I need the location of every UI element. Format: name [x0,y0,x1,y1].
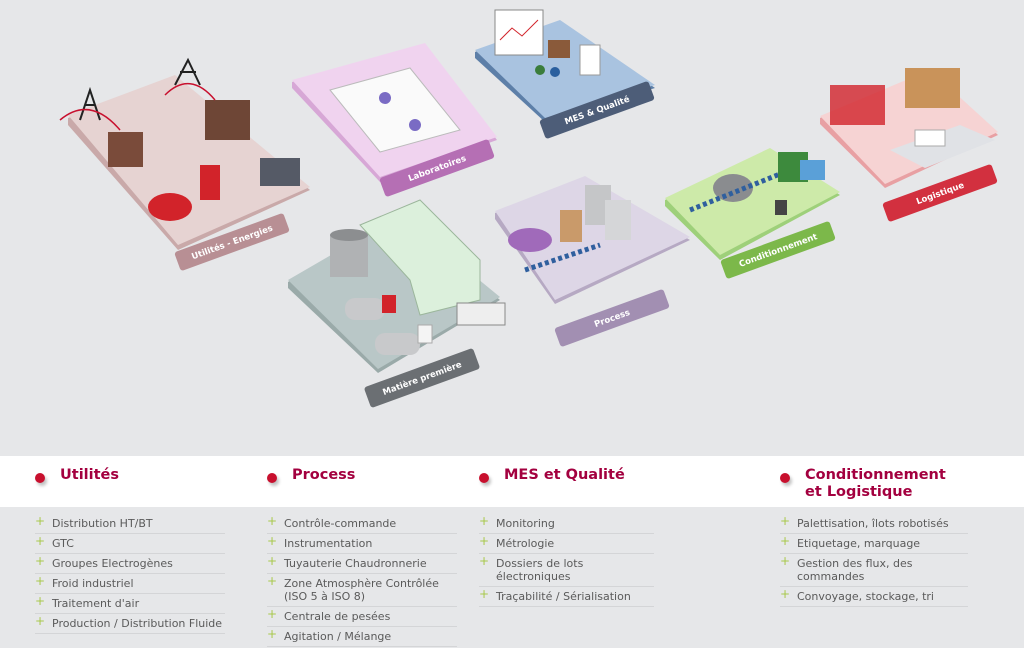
plus-icon: + [479,534,490,548]
plus-icon: + [35,574,46,588]
zone-logistique[interactable] [820,68,998,188]
legend-conditionnement-logistique: Conditionnement et Logistique + Palettisa… [780,456,970,607]
legend-item-text: Palettisation, îlots robotisés [797,517,949,530]
zone-matiere-premiere[interactable] [288,199,506,373]
legend-title: Conditionnement et Logistique [805,467,946,500]
bullet-dot-icon [479,473,489,483]
legend-item: + Centrale de pesées [267,607,457,627]
legend-item-text: Instrumentation [284,537,373,550]
plus-icon: + [479,587,490,601]
legend-item-text: GTC [52,537,74,550]
plus-icon: + [35,594,46,608]
legend-item: + Traçabilité / Sérialisation [479,587,654,607]
legend-item: + Palettisation, îlots robotisés [780,514,968,534]
legend-item: + Monitoring [479,514,654,534]
zone-label-process[interactable]: Process [554,289,670,347]
zone-process[interactable] [495,176,690,304]
legend-item-text: Agitation / Mélange [284,630,392,643]
legend-item-text: Gestion des flux, des commandes [797,557,913,583]
legend-item: + Distribution HT/BT [35,514,225,534]
legend-item: + Traitement d'air [35,594,225,614]
legend-item-text: Zone Atmosphère Contrôlée (ISO 5 à ISO 8… [284,577,439,603]
legend-utilites: Utilités + Distribution HT/BT + GTC + Groupes… [35,456,225,634]
plus-icon: + [35,554,46,568]
factory-illustration: Utilités - Energies Laboratoires MES & Q… [59,9,998,408]
legend-item: + Production / Distribution Fluide [35,614,225,634]
plus-icon: + [780,514,791,528]
plus-icon: + [35,534,46,548]
legend-item-text: Groupes Electrogènes [52,557,173,570]
zone-conditionnement[interactable] [665,148,840,260]
plus-icon: + [780,534,791,548]
plus-icon: + [35,514,46,528]
legend-item: + Convoyage, stockage, tri [780,587,968,607]
legend-item-text: Convoyage, stockage, tri [797,590,934,603]
legend-item: + Tuyauterie Chaudronnerie [267,554,457,574]
bullet-dot-icon [35,473,45,483]
legend-process: Process + Contrôle-commande + Instrumentati… [267,456,457,647]
legend-item-text: Traçabilité / Sérialisation [496,590,631,603]
bullet-dot-icon [780,473,790,483]
legend-item: + Froid industriel [35,574,225,594]
legend-item: + Métrologie [479,534,654,554]
legend-item-text: Dossiers de lots électroniques [496,557,584,583]
legend-item-text: Contrôle-commande [284,517,397,530]
legend-item-text: Production / Distribution Fluide [52,617,223,630]
legend-item-text: Tuyauterie Chaudronnerie [284,557,427,570]
plus-icon: + [780,554,791,568]
plus-icon: + [267,514,278,528]
zone-laboratoires[interactable] [292,43,497,182]
transformer-icon [108,132,143,167]
silo-icon [330,235,368,277]
legend-item-text: Monitoring [496,517,555,530]
chiller-icon [260,158,300,186]
plus-icon: + [780,587,791,601]
mixer-icon [508,228,552,252]
legend-title: Utilités [60,467,120,483]
legend-item: + Dossiers de lots électroniques [479,554,654,587]
legend-item: + Agitation / Mélange [267,627,457,647]
racks-icon [830,85,885,125]
tank-icon [148,193,192,221]
bullet-dot-icon [267,473,277,483]
legend-item: + Gestion des flux, des commandes [780,554,968,587]
plus-icon: + [267,534,278,548]
legend-title: Process [292,467,356,483]
legend-item: + Contrôle-commande [267,514,457,534]
plus-icon: + [479,554,490,568]
legend-item: + Groupes Electrogènes [35,554,225,574]
legend-item-text: Centrale de pesées [284,610,391,623]
pylon-icon [79,57,201,121]
legend-item-text: Etiquetage, marquage [797,537,921,550]
legend-item-text: Métrologie [496,537,555,550]
legend-item: + Instrumentation [267,534,457,554]
plus-icon: + [267,554,278,568]
plus-icon: + [267,607,278,621]
plus-icon: + [267,627,278,641]
plus-icon: + [267,574,278,588]
legend-item-text: Traitement d'air [52,597,140,610]
legend-item-text: Distribution HT/BT [52,517,153,530]
truck-icon [914,129,946,147]
legend-item: + Zone Atmosphère Contrôlée (ISO 5 à ISO … [267,574,457,607]
screen-icon [494,9,544,56]
legend-item-text: Froid industriel [52,577,134,590]
generator-icon [205,100,250,140]
tanker-truck-icon [345,298,385,320]
warehouse-icon [359,199,481,316]
plus-icon: + [35,614,46,628]
legend-title: MES et Qualité [504,467,625,483]
legend-item: + GTC [35,534,225,554]
legend-header-band [0,456,1024,507]
legend-mes-qualite: MES et Qualité + Monitoring + Métrologie + Do… [479,456,654,607]
zone-utilites[interactable] [59,57,310,250]
plus-icon: + [479,514,490,528]
legend-item: + Etiquetage, marquage [780,534,968,554]
pallets-icon [905,68,960,108]
